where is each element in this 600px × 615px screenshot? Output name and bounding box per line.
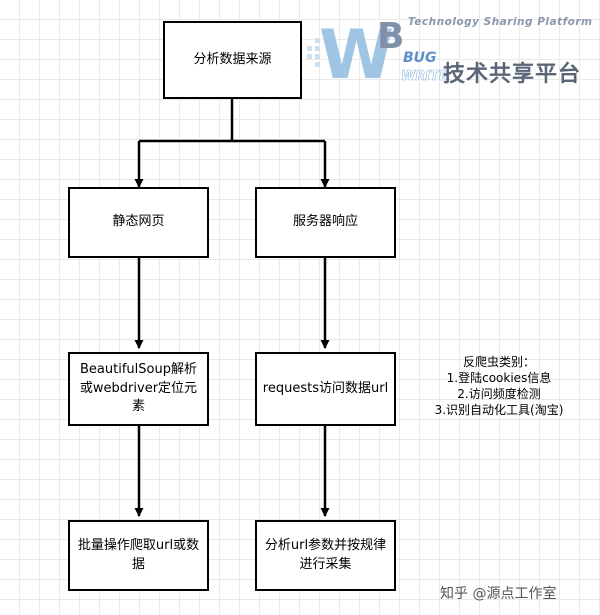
- note-item: 3.识别自动化工具(淘宝): [434, 403, 564, 417]
- node-label: BeautifulSoup解析或webdriver定位元素: [79, 361, 198, 415]
- logo: W B BUG WRITE: [305, 8, 600, 95]
- zhihu-watermark: 知乎 @源点工作室: [440, 586, 557, 602]
- node-static-page: 静态网页: [68, 187, 209, 258]
- logo-w: W: [319, 16, 394, 90]
- logo-tagline: Technology Sharing Platform: [408, 16, 593, 28]
- node-server-response: 服务器响应: [255, 187, 396, 258]
- node-label: 分析url参数并按规律进行采集: [264, 537, 387, 572]
- node-label: 分析数据来源: [193, 51, 272, 67]
- node-parse-left: BeautifulSoup解析或webdriver定位元素: [68, 352, 209, 426]
- node-batch-left: 批量操作爬取url或数据: [68, 520, 209, 591]
- node-label: 服务器响应: [292, 214, 358, 230]
- node-parse-right: requests访问数据url: [255, 352, 396, 426]
- node-label: requests访问数据url: [262, 380, 389, 396]
- note-item: 1.登陆cookies信息: [446, 371, 552, 385]
- logo-graphic: W B BUG WRITE: [307, 16, 448, 95]
- node-batch-right: 分析url参数并按规律进行采集: [255, 520, 396, 591]
- logo-bug: BUG: [403, 50, 437, 66]
- logo-chinese-text: 技术共享平台: [443, 62, 582, 87]
- logo-write: WRITE: [401, 69, 448, 84]
- note-item: 2.访问频度检测: [457, 387, 541, 401]
- node-label: 静态网页: [112, 214, 165, 230]
- node-analyze-source: 分析数据来源: [163, 21, 302, 99]
- logo-b: B: [377, 16, 404, 57]
- anti-crawler-note: 反爬虫类别： 1.登陆cookies信息 2.访问频度检测 3.识别自动化工具(…: [420, 354, 578, 418]
- note-title: 反爬虫类别：: [462, 355, 535, 369]
- node-label: 批量操作爬取url或数据: [77, 537, 200, 572]
